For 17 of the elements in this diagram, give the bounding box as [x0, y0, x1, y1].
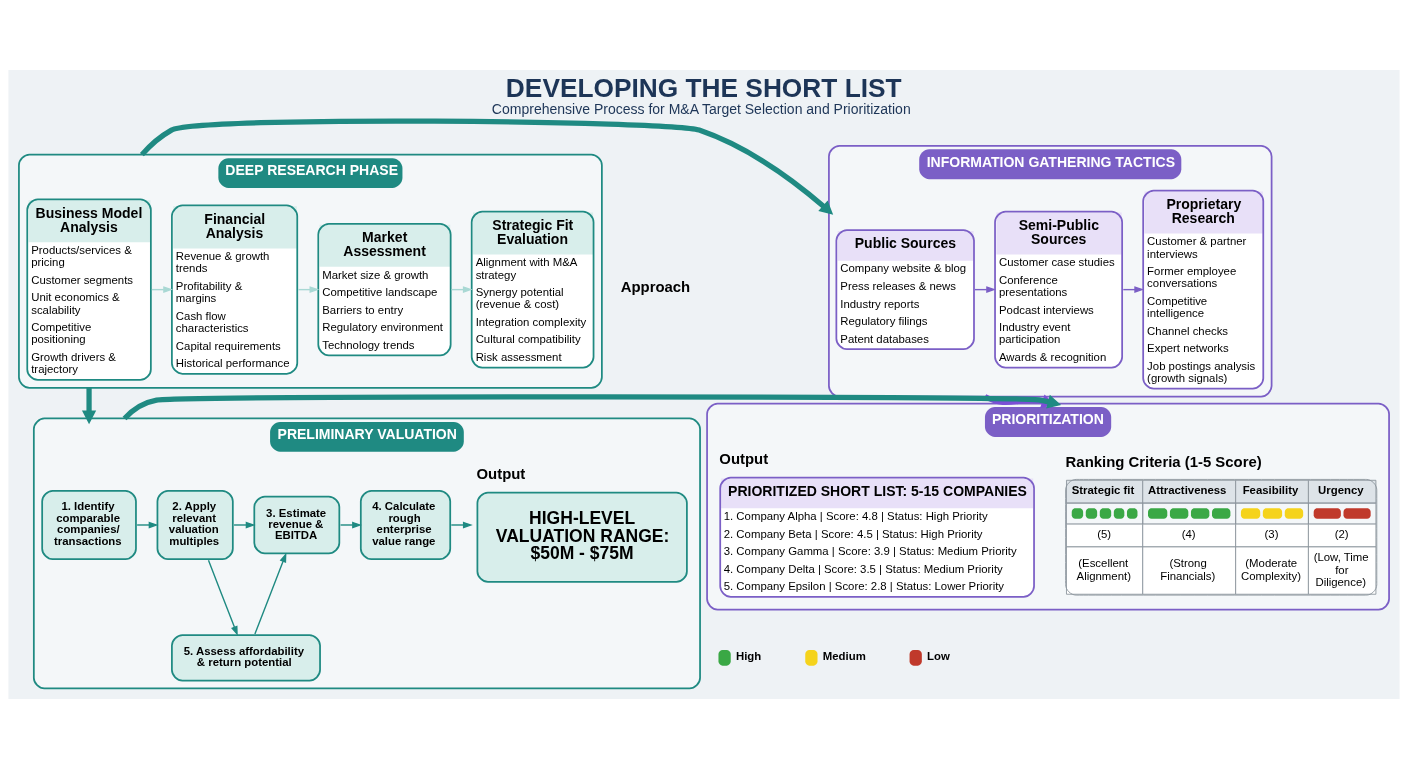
arrow: [139, 117, 834, 215]
arrow: [207, 559, 238, 636]
node-label: Output: [719, 450, 769, 467]
caption: Comprehensive Process for M&A Target Selection and Prioritization: [491, 100, 911, 117]
legend-label: Low: [927, 649, 950, 662]
node-label: Output: [476, 465, 526, 482]
arrow: [339, 521, 362, 528]
arrow: [450, 521, 473, 528]
label: Approach: [620, 278, 691, 295]
arrow: [254, 552, 287, 635]
diagram-title: DEVELOPING THE SHORT LIST: [505, 72, 902, 103]
arrow: [81, 387, 97, 424]
arrow: [136, 521, 159, 528]
legend-label: Medium: [822, 649, 866, 662]
node-label: Ranking Criteria (1-5 Score): [1065, 453, 1262, 470]
legend-label: High: [736, 649, 762, 662]
arrow: [233, 521, 256, 528]
